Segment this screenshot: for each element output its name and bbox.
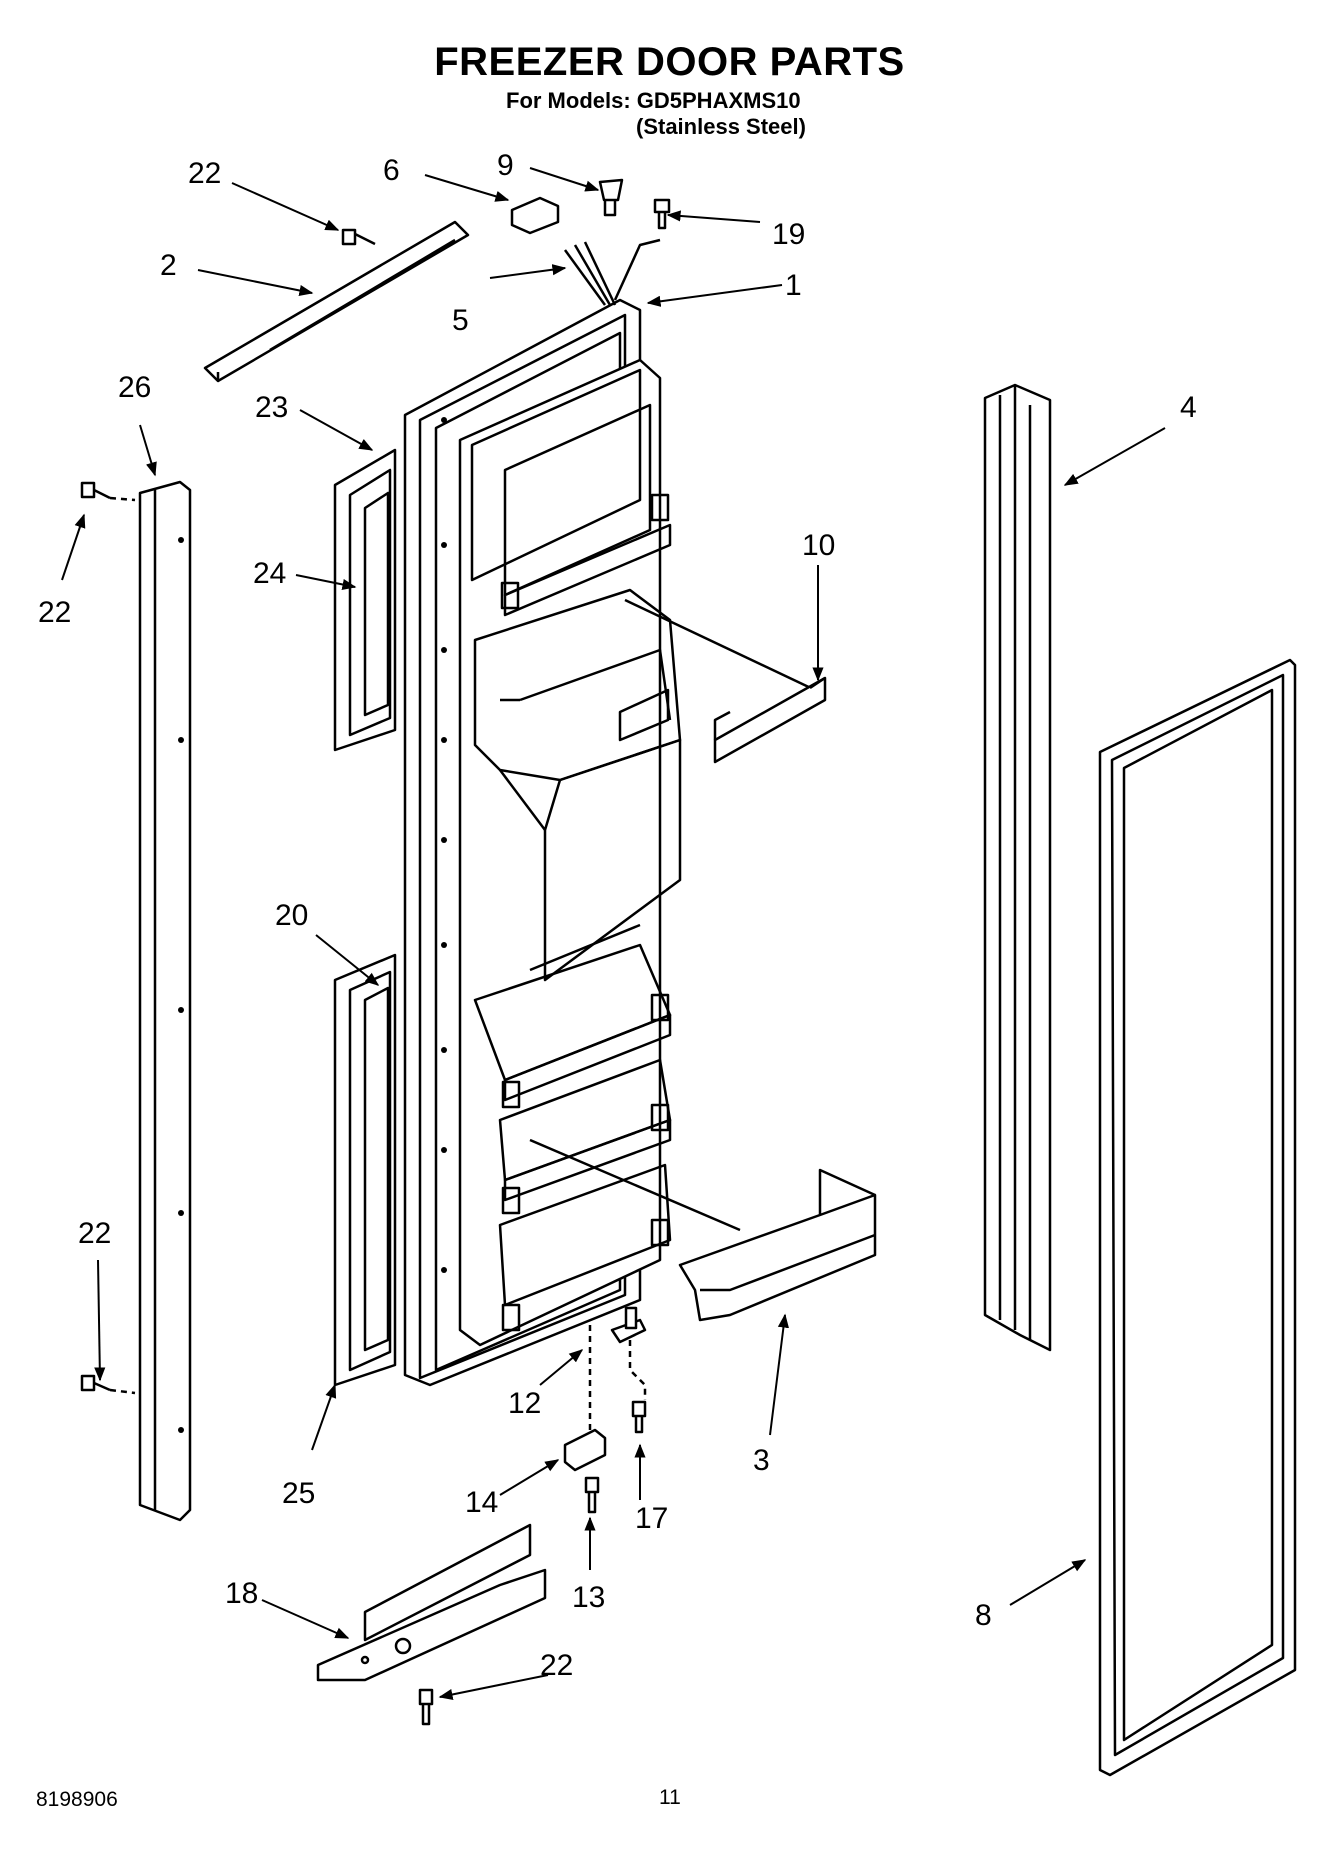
document-number: 8198906 <box>36 1788 118 1811</box>
callout-10: 10 <box>802 529 835 562</box>
wire-harness-part-5 <box>563 249 607 306</box>
hinge-block-part-14 <box>563 1428 607 1472</box>
callout-12: 12 <box>508 1387 541 1420</box>
screw-part-17 <box>631 1400 647 1434</box>
callout-24: 24 <box>253 557 286 590</box>
models-line: For Models: GD5PHAXMS10 <box>506 88 801 113</box>
callout-22-bottom: 22 <box>540 1649 573 1682</box>
door-gasket-part-8 <box>1098 658 1297 1777</box>
callout-13: 13 <box>572 1581 605 1614</box>
callout-9: 9 <box>497 149 514 182</box>
lower-bin-part-3 <box>678 1168 877 1322</box>
callout-25: 25 <box>282 1477 315 1510</box>
page-title: FREEZER DOOR PARTS <box>434 40 905 84</box>
callout-22-upper-left: 22 <box>38 596 71 629</box>
callout-26: 26 <box>118 371 151 404</box>
callout-6: 6 <box>383 154 400 187</box>
callout-17: 17 <box>635 1502 668 1535</box>
connector-part-6 <box>510 196 560 235</box>
callout-23: 23 <box>255 391 288 424</box>
callout-18: 18 <box>225 1577 258 1610</box>
callout-19: 19 <box>772 218 805 251</box>
callout-1: 1 <box>785 269 802 302</box>
plug-part-9 <box>598 178 624 202</box>
screw-part-22-bottom <box>418 1688 434 1726</box>
screw-part-22-upper-left <box>80 481 111 500</box>
top-trim-part-2 <box>203 220 470 383</box>
callout-4: 4 <box>1180 391 1197 424</box>
page-number: 11 <box>659 1786 681 1809</box>
callout-3: 3 <box>753 1444 770 1477</box>
screw-part-13 <box>584 1476 600 1514</box>
callout-22-lower-left: 22 <box>78 1217 111 1250</box>
callout-8: 8 <box>975 1599 992 1632</box>
callout-2: 2 <box>160 249 177 282</box>
screw-part-22-top <box>341 228 376 246</box>
upper-panel-parts-23-24 <box>333 448 397 752</box>
callout-labels: 22 6 9 19 2 5 1 26 23 4 22 24 10 20 22 1… <box>38 149 1197 1682</box>
bracket-part-10 <box>713 676 827 764</box>
callout-14: 14 <box>465 1486 498 1519</box>
finish-line: (Stainless Steel) <box>636 114 806 139</box>
door-liner-part-1 <box>403 298 662 1387</box>
right-gasket-strip-part-4 <box>983 383 1052 1352</box>
bottom-trim-part-18 <box>316 1523 547 1682</box>
callout-5: 5 <box>452 304 469 337</box>
left-trim-part-26 <box>138 480 192 1522</box>
screw-part-19 <box>653 198 671 230</box>
callout-20: 20 <box>275 899 308 932</box>
lower-panel-parts-20-25 <box>333 953 397 1387</box>
screw-part-22-lower-left <box>80 1374 111 1392</box>
callout-22-top: 22 <box>188 157 221 190</box>
